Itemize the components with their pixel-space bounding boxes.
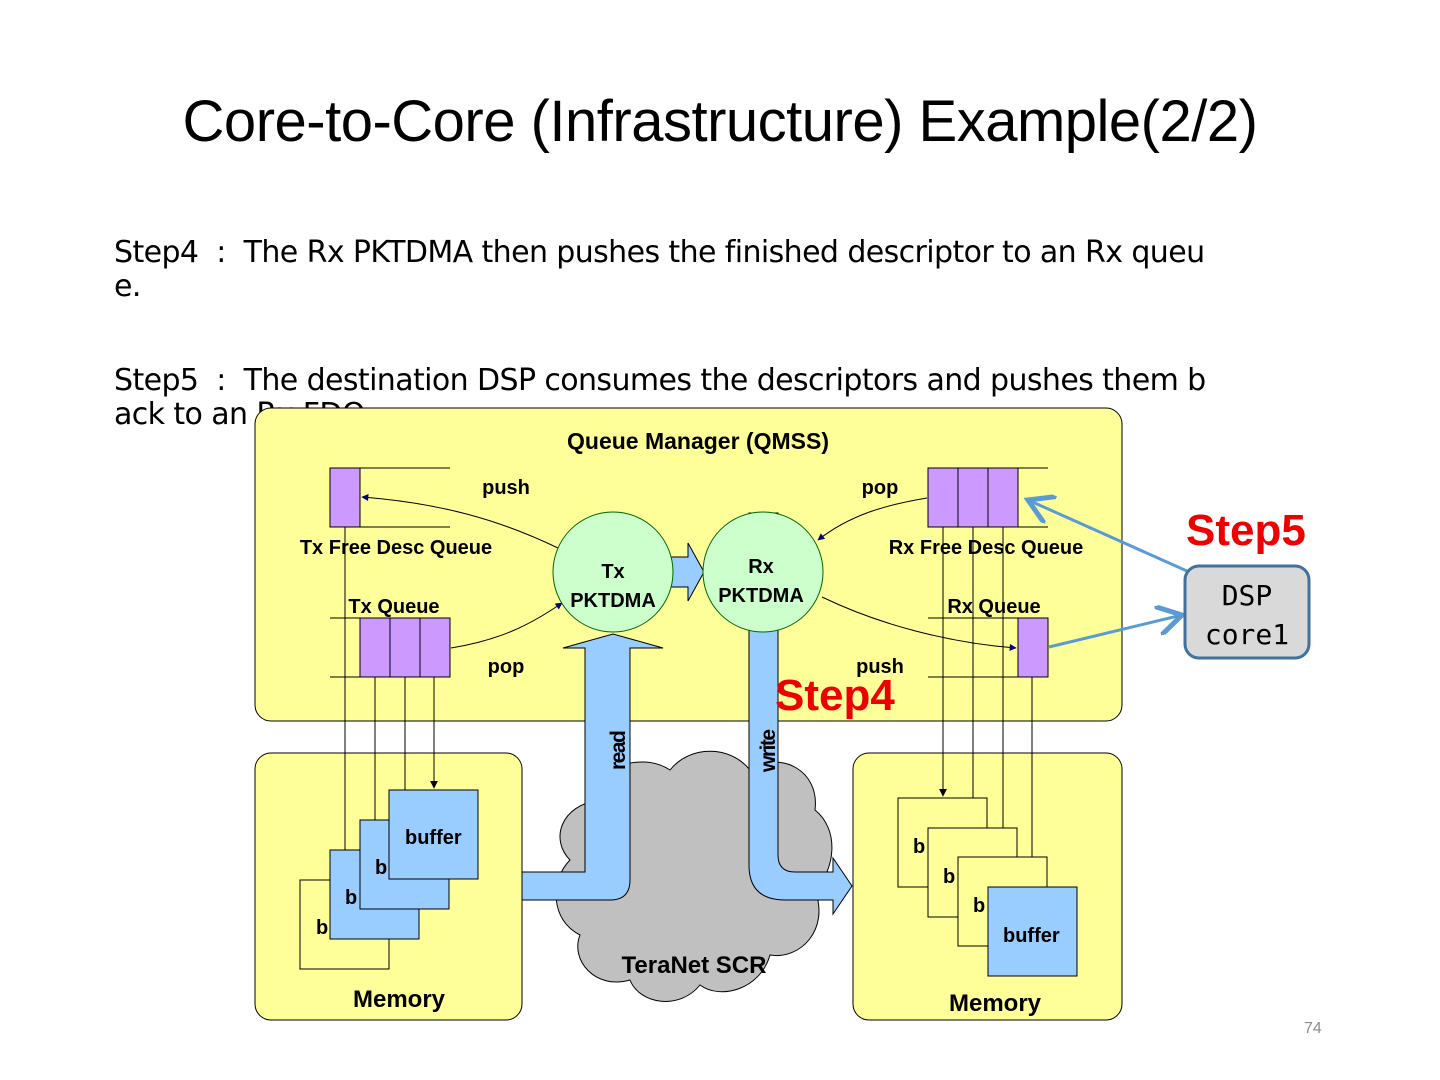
tx-queue-slot-1 bbox=[359, 617, 391, 678]
right-buffer-label-3: b bbox=[973, 895, 985, 917]
dsp-label-line2: core1 bbox=[1205, 618, 1289, 651]
tx-pktdma-line2: PKTDMA bbox=[570, 590, 656, 612]
right-buffer-4 bbox=[987, 886, 1078, 977]
tx-push-arrow bbox=[361, 493, 559, 549]
rx-fdq-slot-1 bbox=[927, 467, 959, 528]
step4-description: Step4 : The Rx PKTDMA then pushes the fi… bbox=[114, 236, 1324, 304]
rx-push-arrow bbox=[821, 596, 1017, 652]
step5-description: Step5 : The destination DSP consumes the… bbox=[114, 364, 1324, 432]
rx-fdq-slot-3 bbox=[987, 467, 1019, 528]
tx-fdq-slot bbox=[329, 467, 361, 528]
tx-free-desc-queue-label: Tx Free Desc Queue bbox=[300, 537, 492, 559]
rx-fdq-slot-2 bbox=[957, 467, 989, 528]
step5-line1: Step5 : The destination DSP consumes the… bbox=[114, 363, 1206, 398]
rx-pktdma-line1: Rx bbox=[748, 556, 774, 578]
right-buffer-label-1: b bbox=[913, 836, 925, 858]
write-label: write bbox=[757, 730, 780, 773]
step5-label: Step5 bbox=[1186, 506, 1306, 555]
rx-queue-label: Rx Queue bbox=[947, 596, 1040, 618]
page-number: 74 bbox=[1304, 1020, 1322, 1037]
rx-queue-slot bbox=[1017, 617, 1049, 678]
tx-queue-slot-3 bbox=[419, 617, 451, 678]
left-memory-label: Memory bbox=[353, 986, 446, 1013]
left-buffer-label-1: b bbox=[316, 917, 328, 939]
step4-line1: Step4 : The Rx PKTDMA then pushes the fi… bbox=[114, 235, 1205, 270]
read-label: read bbox=[607, 731, 630, 770]
teranet-label: TeraNet SCR bbox=[622, 952, 767, 979]
rx-push-label: push bbox=[856, 656, 904, 678]
tx-queue-slot-2 bbox=[389, 617, 421, 678]
tx-pop-label: pop bbox=[488, 656, 525, 678]
write-bus-arrow bbox=[748, 619, 853, 916]
rx-pop-arrow bbox=[817, 497, 928, 541]
rx-pop-label: pop bbox=[862, 477, 899, 499]
dsp-to-rx-fdq-arrow bbox=[1028, 500, 1188, 573]
step4-label: Step4 bbox=[775, 671, 895, 720]
tx-queue-label: Tx Queue bbox=[348, 596, 439, 618]
read-bus-arrow bbox=[521, 633, 664, 901]
rx-pktdma-line2: PKTDMA bbox=[718, 585, 804, 607]
right-buffer-label-4: buffer bbox=[1003, 925, 1060, 947]
rx-queue-to-dsp-arrow bbox=[1048, 615, 1182, 649]
left-buffer-4 bbox=[388, 789, 479, 880]
dsp-label-line1: DSP bbox=[1222, 579, 1273, 612]
left-buffer-label-2: b bbox=[345, 887, 357, 909]
qmss-title: Queue Manager (QMSS) bbox=[567, 428, 829, 454]
left-buffer-label-3: b bbox=[375, 857, 387, 879]
rx-free-desc-queue-label: Rx Free Desc Queue bbox=[889, 537, 1084, 559]
rx-pktdma bbox=[702, 511, 824, 633]
dsp-core1-box bbox=[1183, 564, 1311, 660]
tx-pktdma-line1: Tx bbox=[601, 561, 624, 583]
left-buffer-label-4: buffer bbox=[405, 827, 462, 849]
tx-pktdma bbox=[552, 511, 674, 633]
tx-pop-arrow bbox=[450, 602, 563, 649]
right-memory-label: Memory bbox=[949, 990, 1042, 1017]
tx-push-label: push bbox=[482, 477, 530, 499]
step4-line2: e. bbox=[114, 269, 141, 304]
right-buffer-label-2: b bbox=[943, 866, 955, 888]
slide-title: Core-to-Core (Infrastructure) Example(2/… bbox=[182, 89, 1258, 154]
